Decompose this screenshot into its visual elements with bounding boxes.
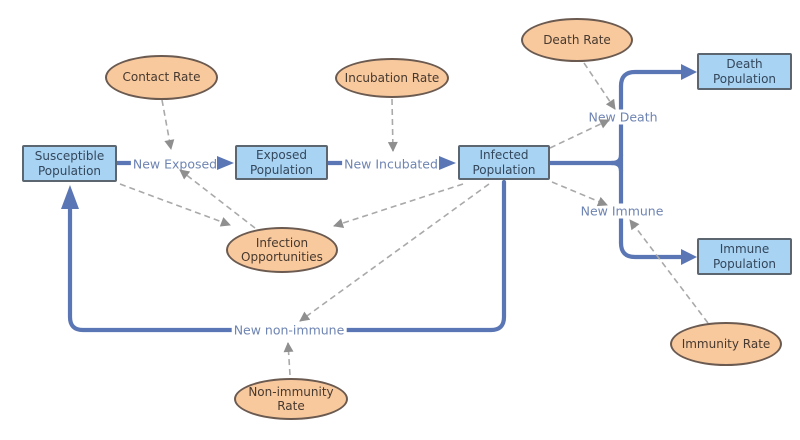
aux-contact-rate[interactable]: Contact Rate (105, 55, 218, 100)
aux-label: Opportunities (241, 250, 323, 264)
aux-label: Non-immunity (248, 384, 334, 399)
aux-death-rate[interactable]: Death Rate (521, 18, 633, 62)
aux-infection-opportunities[interactable]: Infection Opportunities (226, 227, 338, 273)
aux-label: Contact Rate (122, 70, 201, 85)
aux-label: Infection (255, 235, 309, 250)
flow-label-new-exposed[interactable]: New Exposed (130, 156, 220, 172)
aux-label: Death Rate (543, 32, 611, 47)
aux-label: Immunity Rate (681, 336, 771, 351)
stock-immune-population[interactable]: Immune Population (697, 238, 792, 275)
aux-incubation-rate[interactable]: Incubation Rate (335, 58, 449, 98)
stock-label-line: Infected (479, 147, 529, 162)
aux-non-immunity-rate[interactable]: Non-immunity Rate (234, 378, 348, 420)
stock-label-line: Susceptible (34, 148, 105, 163)
stock-infected-population[interactable]: Infected Population (458, 145, 550, 180)
stock-exposed-population[interactable]: Exposed Population (235, 145, 328, 180)
aux-label: Rate (277, 399, 305, 413)
stock-death-population[interactable]: Death Population (697, 53, 792, 90)
flow-label-new-incubated[interactable]: New Incubated (342, 156, 440, 172)
flow-label-new-non-immune[interactable]: New non-immune (231, 322, 347, 338)
stock-label-line: Exposed (256, 147, 307, 162)
stock-label-line: Death (726, 56, 763, 71)
stock-label-line: Population (712, 256, 777, 271)
stock-label-line: Population (37, 163, 102, 178)
stock-label-line: Population (472, 162, 536, 177)
stock-label-line: Immune (719, 241, 770, 256)
stock-label-line: Population (249, 162, 314, 177)
stock-label-line: Population (712, 71, 777, 86)
aux-immunity-rate[interactable]: Immunity Rate (670, 322, 782, 366)
aux-label: Incubation Rate (344, 70, 440, 85)
flow-label-new-immune[interactable]: New Immune (578, 203, 666, 219)
stock-susceptible-population[interactable]: Susceptible Population (22, 145, 117, 182)
